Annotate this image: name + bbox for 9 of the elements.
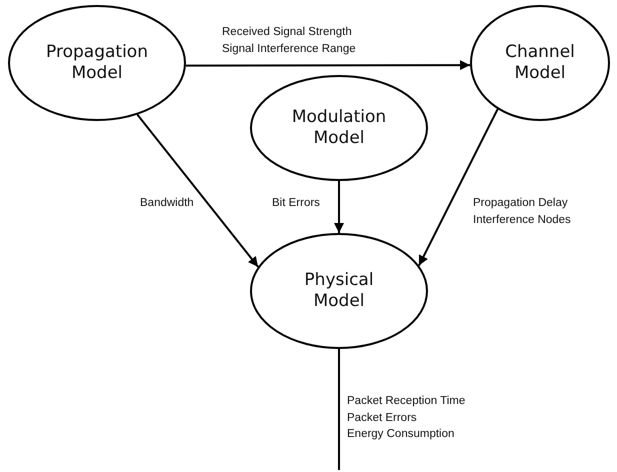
node-label: Modulation Model	[290, 106, 388, 150]
node-label: Physical Model	[303, 270, 375, 312]
arrow	[186, 60, 470, 70]
node-label: Channel Model	[504, 42, 576, 84]
arrow	[334, 181, 344, 233]
arrow	[136, 114, 259, 268]
connector-line	[338, 349, 340, 470]
node-label: Propagation Model	[45, 42, 149, 84]
arrow	[418, 108, 498, 266]
